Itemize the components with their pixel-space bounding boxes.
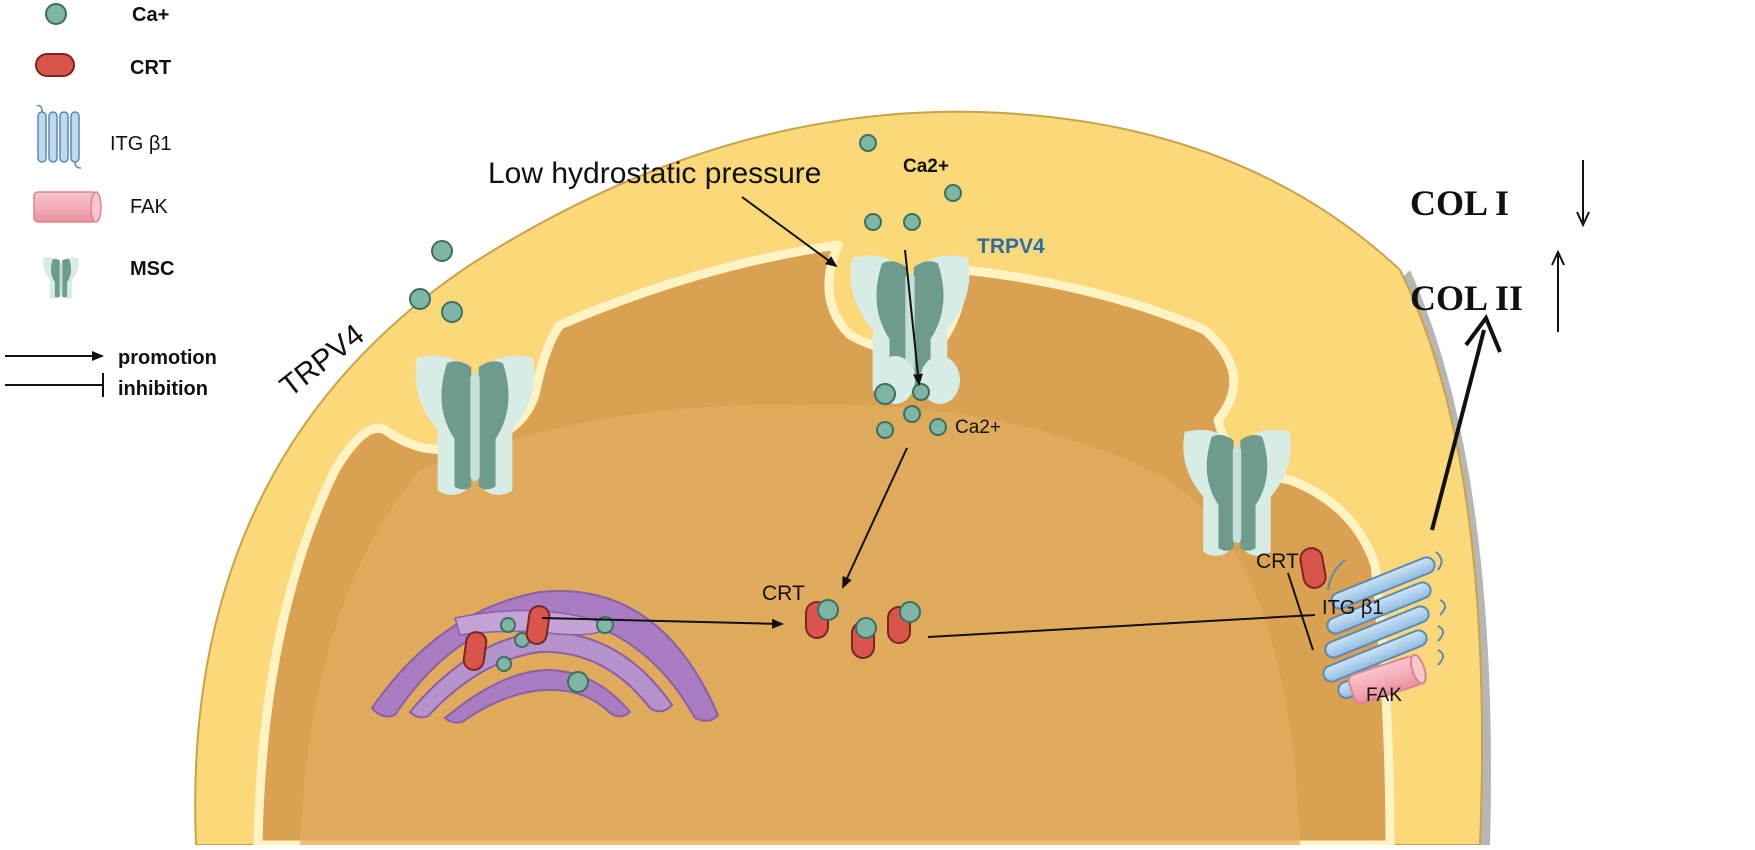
calcium-ion [596, 616, 614, 634]
fak-protein [1347, 653, 1427, 705]
ca-top-label: Ca2+ [903, 156, 949, 177]
cell [194, 110, 1491, 845]
legend-item-crt: CRT [35, 53, 171, 79]
pressure-arrow [741, 196, 838, 268]
calcium-ion [876, 421, 894, 439]
crt-inhibit-line [927, 614, 1316, 638]
inhibition-bar-icon [5, 373, 104, 397]
legend-item-calcium: Ca+ [45, 3, 169, 26]
crt-protein [525, 605, 551, 645]
calcium-ion [899, 601, 921, 623]
er-to-crt-arrow [541, 617, 784, 629]
col2-label: COL II [1410, 278, 1523, 318]
ca-influx-arrow [904, 249, 923, 386]
trpv4-blue-label: TRPV4 [977, 235, 1045, 258]
calcium-ion [929, 418, 947, 436]
calcium-ion [855, 617, 877, 639]
calcium-ion [817, 599, 839, 621]
ca-inside-label: Ca2+ [955, 417, 1001, 438]
crt-protein [462, 631, 488, 671]
calcium-ion [496, 656, 512, 672]
legend-label: Ca+ [132, 4, 169, 26]
legend-label: MSC [130, 258, 174, 280]
calcium-ion [944, 184, 962, 202]
calcium-ion [431, 240, 453, 262]
msc-channel-icon [43, 257, 79, 299]
calcium-ion [409, 288, 431, 310]
integrin-beta1 [1322, 551, 1446, 699]
legend-label: ITG β1 [110, 133, 172, 155]
crt-protein-icon [35, 53, 75, 77]
col2-up-arrow [1551, 249, 1565, 332]
calcium-ion [903, 405, 921, 423]
col1-down-arrow [1576, 160, 1590, 228]
crt-right-label: CRT [1256, 550, 1299, 573]
legend-item-inhibition: inhibition [5, 373, 208, 400]
col2-promotion-arrow [1430, 313, 1502, 531]
crt-inhibit-bar [1287, 572, 1314, 651]
calcium-ion [859, 134, 877, 152]
pathway-arrows [541, 196, 1316, 651]
crt-protein [1299, 547, 1327, 589]
legend-item-fak: FAK [33, 191, 168, 223]
calcium-ion [500, 617, 516, 633]
ca-to-crt-arrow [842, 447, 908, 589]
calcium-ion [912, 383, 930, 401]
legend-label: promotion [118, 347, 217, 369]
calcium-ions [409, 134, 962, 693]
legend-item-msc: MSC [43, 257, 174, 299]
calcium-ion-icon [45, 3, 67, 25]
legend-label: FAK [130, 196, 168, 218]
cytoplasm-inner-region [300, 404, 1300, 845]
legend-item-integrin: ITG β1 [36, 104, 172, 169]
col1-label: COL I [1410, 183, 1509, 223]
legend-item-promotion: promotion [5, 347, 217, 369]
calcium-ion [567, 671, 589, 693]
calcium-ion [874, 383, 896, 405]
integrin-icon [36, 104, 82, 169]
fak-label: FAK [1366, 685, 1402, 706]
legend: Ca+ CRT ITG β1 FAK [5, 3, 217, 400]
pressure-label: Low hydrostatic pressure [488, 157, 822, 190]
crt-center-label: CRT [762, 582, 805, 605]
legend-label: inhibition [118, 378, 208, 400]
crt-bound-calcium [817, 599, 921, 639]
itg-label: ITG β1 [1322, 597, 1384, 619]
calcium-ion [903, 213, 921, 231]
calcium-ion [441, 301, 463, 323]
legend-label: CRT [130, 57, 171, 79]
fak-icon [33, 191, 102, 223]
calcium-ion [864, 213, 882, 231]
